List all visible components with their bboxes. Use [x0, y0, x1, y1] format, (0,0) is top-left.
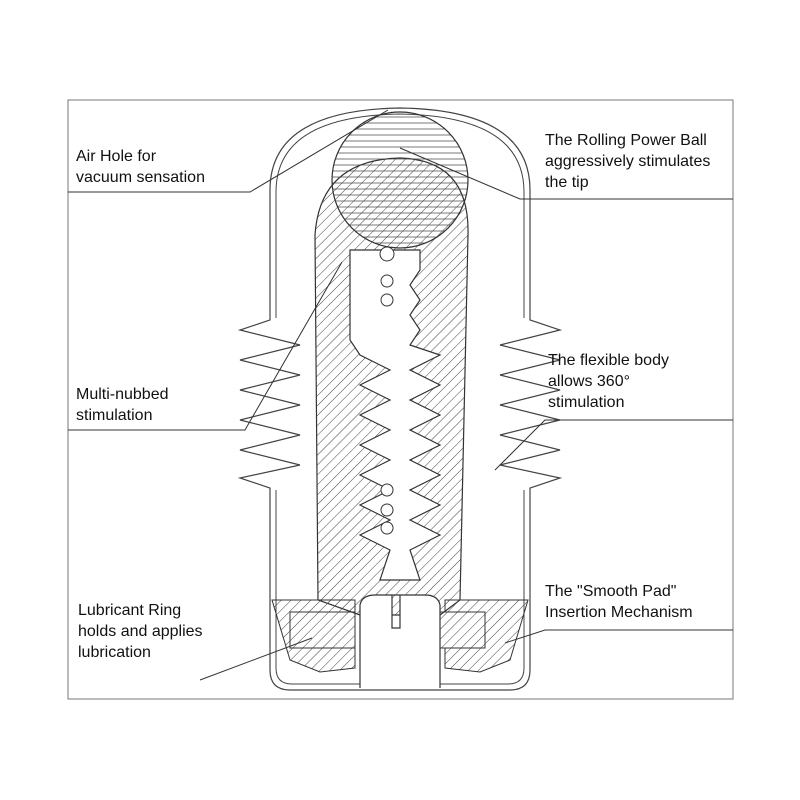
label-line: Insertion Mechanism: [545, 604, 693, 621]
insertion-mechanism: [359, 594, 441, 688]
label-line: Lubricant Ring: [78, 602, 182, 619]
nub-dots: [379, 246, 395, 535]
label-line: Air Hole for: [76, 148, 157, 165]
label-line: The Rolling Power Ball: [545, 132, 707, 149]
label-power-ball: The Rolling Power Ball aggressively stim…: [545, 130, 710, 193]
leader-power-ball: [399, 147, 733, 200]
leader-multi-nubbed: [68, 261, 343, 431]
label-line: The "Smooth Pad": [545, 583, 677, 600]
inner-channel: [349, 249, 442, 581]
label-smooth-pad: The "Smooth Pad" Insertion Mechanism: [545, 581, 693, 623]
label-lubricant-ring: Lubricant Ring holds and applies lubrica…: [78, 600, 203, 663]
leader-smooth-pad: [504, 629, 733, 644]
power-ball: [331, 111, 469, 249]
label-line: the tip: [545, 174, 589, 191]
label-line: lubrication: [78, 644, 151, 661]
label-flexible-body: The flexible body allows 360° stimulatio…: [548, 350, 669, 413]
label-multi-nubbed: Multi-nubbed stimulation: [76, 384, 169, 426]
outer-casing: [237, 107, 563, 691]
label-line: allows 360°: [548, 373, 630, 390]
leader-flexible-body: [494, 419, 733, 471]
label-line: holds and applies: [78, 623, 203, 640]
label-line: aggressively stimulates: [545, 153, 711, 170]
label-line: vacuum sensation: [76, 169, 205, 186]
leader-air-hole: [68, 109, 389, 193]
label-line: The flexible body: [548, 352, 669, 369]
label-air-hole: Air Hole for vacuum sensation: [76, 146, 205, 188]
label-line: Multi-nubbed: [76, 386, 169, 403]
label-line: stimulation: [548, 394, 625, 411]
label-line: stimulation: [76, 407, 153, 424]
leader-lubricant-ring: [199, 637, 313, 681]
base-shell: [271, 599, 529, 673]
diagram-frame: [67, 99, 734, 700]
